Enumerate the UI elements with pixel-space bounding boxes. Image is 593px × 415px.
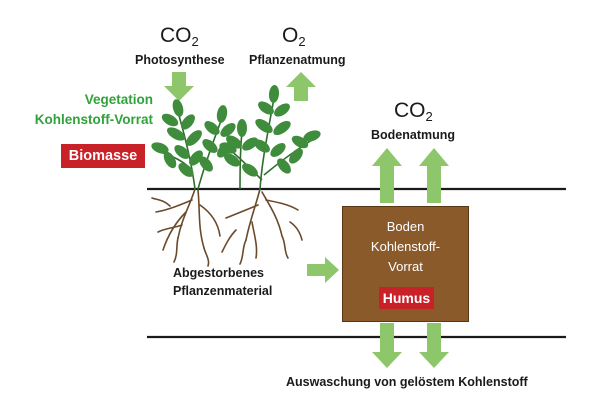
- biomasse-badge: Biomasse: [61, 144, 145, 168]
- vegetation-line1: Vegetation: [84, 92, 153, 107]
- co2-soil-respiration-label: CO2: [394, 99, 433, 124]
- o2-base: O: [282, 24, 299, 47]
- co2-photosynthesis-label: CO2: [160, 24, 199, 49]
- humus-badge: Humus: [379, 287, 434, 309]
- litter-line2: Pflanzenmaterial: [173, 284, 273, 298]
- soil-pool-line3: Vorrat: [388, 259, 423, 274]
- plant-respiration-arrow-icon: [286, 72, 316, 101]
- leaching-label: Auswaschung von gelöstem Kohlenstoff: [286, 375, 528, 389]
- co2-soil-sub: 2: [425, 109, 433, 124]
- co2-photosynthesis-base: CO: [160, 24, 192, 47]
- soil-pool-line1: Boden: [386, 219, 425, 234]
- leaching-arrow-left-icon: [372, 323, 402, 368]
- pflanzenatmung-label: Pflanzenatmung: [249, 53, 346, 67]
- leaching-arrow-right-icon: [419, 323, 449, 368]
- soil-respiration-arrow-right-icon: [419, 148, 449, 203]
- litter-line1: Abgestorbenes: [173, 266, 264, 280]
- soil-respiration-arrow-left-icon: [372, 148, 402, 203]
- litter-label: Abgestorbenes Pflanzenmaterial: [173, 264, 272, 300]
- roots-icon: [151, 188, 303, 267]
- photosynthesis-arrow-icon: [164, 72, 194, 101]
- soil-pool-line2: Kohlenstoff-: [370, 239, 441, 254]
- litter-input-arrow-icon: [307, 257, 339, 283]
- vegetation-label: Vegetation Kohlenstoff-Vorrat: [35, 90, 153, 130]
- o2-label: O2: [282, 24, 306, 49]
- o2-sub: 2: [298, 34, 306, 49]
- soil-carbon-pool: Boden Kohlenstoff- Vorrat Humus: [342, 206, 469, 322]
- bodenatmung-label: Bodenatmung: [371, 128, 456, 142]
- vegetation-line2: Kohlenstoff-Vorrat: [34, 112, 153, 127]
- photosynthese-label: Photosynthese: [135, 53, 225, 67]
- co2-soil-base: CO: [394, 99, 426, 122]
- soil-pool-title: Boden Kohlenstoff- Vorrat: [343, 217, 468, 277]
- co2-photosynthesis-sub: 2: [191, 34, 199, 49]
- vegetation-plant-icon: [151, 85, 321, 190]
